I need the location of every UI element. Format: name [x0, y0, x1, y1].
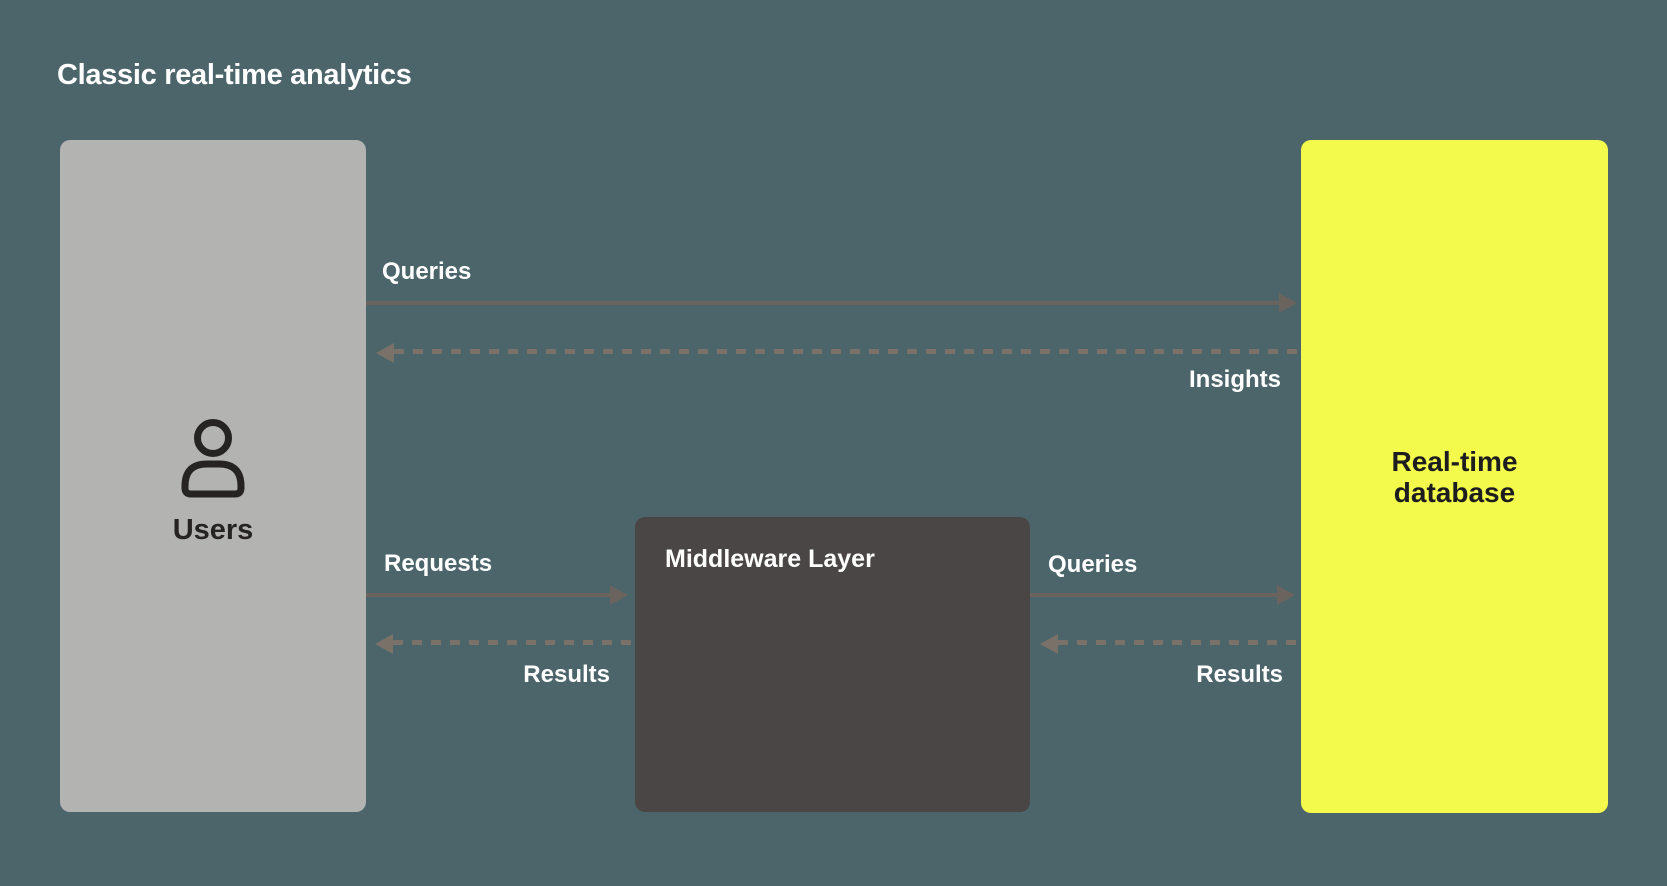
- node-middleware: Middleware Layer: [635, 517, 1030, 812]
- database-label: Real-time database: [1391, 445, 1518, 508]
- arrowhead-left-icon: [376, 343, 394, 363]
- person-icon: [179, 416, 247, 498]
- middleware-label: Middleware Layer: [665, 545, 875, 573]
- node-users: Users: [60, 140, 366, 812]
- arrowhead-left-icon: [1040, 634, 1058, 654]
- arrow-results-left: [393, 640, 635, 645]
- flow-label-queries-top: Queries: [382, 258, 472, 285]
- node-database: Real-time database: [1301, 140, 1608, 813]
- flow-label-queries-right: Queries: [1048, 551, 1138, 578]
- arrowhead-right-icon: [610, 585, 628, 605]
- flow-label-insights: Insights: [1188, 366, 1281, 393]
- flow-label-requests: Requests: [384, 550, 493, 577]
- users-label: Users: [172, 513, 254, 546]
- arrow-queries-right: [1030, 593, 1277, 597]
- arrow-results-right: [1058, 640, 1301, 645]
- arrowhead-right-icon: [1277, 585, 1295, 605]
- arrow-requests: [366, 593, 610, 597]
- arrow-queries-top: [366, 301, 1279, 305]
- arrow-insights: [394, 349, 1301, 354]
- flow-label-results-left: Results: [523, 661, 610, 688]
- arrowhead-right-icon: [1279, 293, 1297, 313]
- page-title: Classic real-time analytics: [57, 59, 412, 91]
- flow-label-results-right: Results: [1196, 661, 1283, 688]
- arrowhead-left-icon: [375, 634, 393, 654]
